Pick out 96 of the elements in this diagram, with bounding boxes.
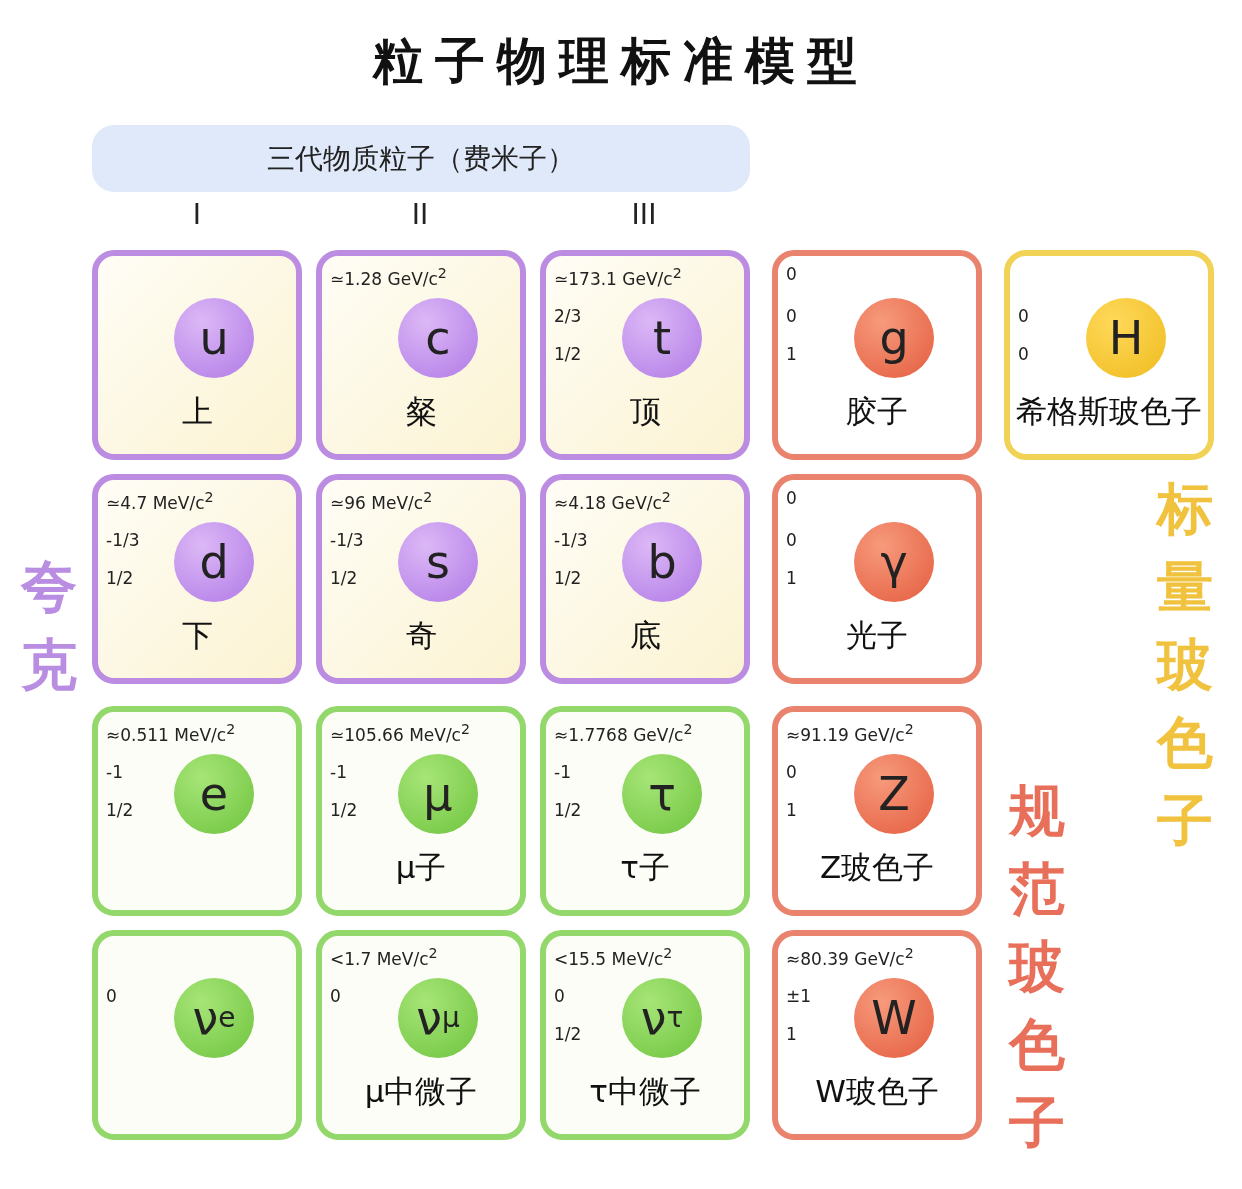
charge-label: ±1 <box>786 988 812 1005</box>
particle-circle: c <box>398 298 478 378</box>
particle-card <box>540 250 750 460</box>
particle-circle: e <box>174 754 254 834</box>
mass-label: ≃105.66 MeV/c$^{2}$ <box>330 722 470 744</box>
particle-name: 希格斯玻色子 <box>1015 396 1203 427</box>
particle-circle: γ <box>854 522 934 602</box>
mass-label: ≈0.511 MeV/c$^{2}$ <box>106 722 236 744</box>
particle-card <box>316 474 526 684</box>
particle-name: 奇 <box>404 620 438 651</box>
charge-label: 0 <box>1018 308 1029 325</box>
particle-circle: s <box>398 522 478 602</box>
particle-name: Z玻色子 <box>818 852 936 883</box>
particle-card <box>772 474 982 684</box>
spin-label: 1 <box>786 570 797 587</box>
mass-label: ≈1.7768 GeV/c$^{2}$ <box>554 722 693 744</box>
particle-circle: μ <box>398 754 478 834</box>
particle-card <box>316 930 526 1140</box>
particle-card <box>540 474 750 684</box>
charge-label: -1 <box>106 764 123 781</box>
spin-label: 1/2 <box>330 570 358 587</box>
mass-label: ≈91.19 GeV/c$^{2}$ <box>786 722 914 744</box>
spin-label: 1/2 <box>554 802 582 819</box>
particle-circle: u <box>174 298 254 378</box>
particle-name: 上 <box>180 396 214 427</box>
charge-label: -1 <box>554 764 571 781</box>
mass-label: <15.5 MeV/c$^{2}$ <box>554 946 673 968</box>
mass-label: ≃96 MeV/c$^{2}$ <box>330 490 433 512</box>
charge-label: 0 <box>554 988 565 1005</box>
spin-label: 1/2 <box>106 570 134 587</box>
group-label: 夸克 <box>20 553 78 699</box>
mass-label: ≃1.28 GeV/c$^{2}$ <box>330 266 447 288</box>
spin-label: 1/2 <box>554 570 582 587</box>
mass-label: ≈80.39 GeV/c$^{2}$ <box>786 946 914 968</box>
charge-label: 0 <box>786 532 797 549</box>
particle-card <box>772 930 982 1140</box>
mass-label: 0 <box>786 490 797 507</box>
charge-label: 0 <box>786 308 797 325</box>
particle-card <box>772 250 982 460</box>
particle-circle: b <box>622 522 702 602</box>
particle-card <box>92 930 302 1140</box>
spin-label: 1/2 <box>106 802 134 819</box>
particle-card <box>540 930 750 1140</box>
particle-name: μ中微子 <box>363 1076 479 1107</box>
charge-label: 0 <box>786 764 797 781</box>
spin-label: 1/2 <box>554 346 582 363</box>
particle-name: 底 <box>628 620 662 651</box>
particle-circle: d <box>174 522 254 602</box>
particle-card <box>92 474 302 684</box>
particle-circle: τ <box>622 754 702 834</box>
generation-numeral: I <box>191 198 203 231</box>
generation-numeral: III <box>630 198 658 231</box>
mass-label: 0 <box>786 266 797 283</box>
spin-label: 1/2 <box>554 1026 582 1043</box>
particle-card <box>772 706 982 916</box>
particle-circle: Z <box>854 754 934 834</box>
mass-label: <1.7 MeV/c$^{2}$ <box>330 946 438 968</box>
particle-card <box>316 250 526 460</box>
charge-label: 0 <box>330 988 341 1005</box>
charge-label: -1/3 <box>554 532 588 549</box>
charge-label: 2/3 <box>554 308 582 325</box>
particle-circle: H <box>1086 298 1166 378</box>
particle-name: 顶 <box>628 396 662 427</box>
particle-name: 下 <box>180 620 214 651</box>
charge-label: 0 <box>106 988 117 1005</box>
spin-label: 0 <box>1018 346 1029 363</box>
particle-circle: t <box>622 298 702 378</box>
particle-card <box>92 706 302 916</box>
particle-name: 胶子 <box>845 396 909 427</box>
charge-label: -1 <box>330 764 347 781</box>
group-label: 标量玻色子 <box>1156 475 1214 855</box>
particle-card <box>540 706 750 916</box>
generation-numeral: II <box>410 198 430 231</box>
particle-name: 光子 <box>845 620 909 651</box>
particle-name: 粲 <box>404 396 438 427</box>
header-band: 三代物质粒子（费米子） <box>92 125 750 192</box>
title: 粒子物理标准模型 <box>371 31 870 92</box>
particle-name: τ子 <box>619 852 671 883</box>
charge-label: -1/3 <box>106 532 140 549</box>
particle-name: W玻色子 <box>814 1076 940 1107</box>
spin-label: 1 <box>786 1026 797 1043</box>
particle-card <box>1004 250 1214 460</box>
mass-label: ≈4.18 GeV/c$^{2}$ <box>554 490 671 512</box>
particle-name: μ子 <box>394 852 448 883</box>
particle-card <box>92 250 302 460</box>
spin-label: 1/2 <box>330 802 358 819</box>
spin-label: 1 <box>786 346 797 363</box>
particle-circle: g <box>854 298 934 378</box>
mass-label: ≃173.1 GeV/c$^{2}$ <box>554 266 682 288</box>
spin-label: 1 <box>786 802 797 819</box>
particle-name: τ中微子 <box>588 1076 702 1107</box>
group-label: 规范玻色子 <box>1008 777 1066 1157</box>
charge-label: -1/3 <box>330 532 364 549</box>
particle-card <box>316 706 526 916</box>
particle-circle: W <box>854 978 934 1058</box>
mass-label: ≃4.7 MeV/c$^{2}$ <box>106 490 214 512</box>
